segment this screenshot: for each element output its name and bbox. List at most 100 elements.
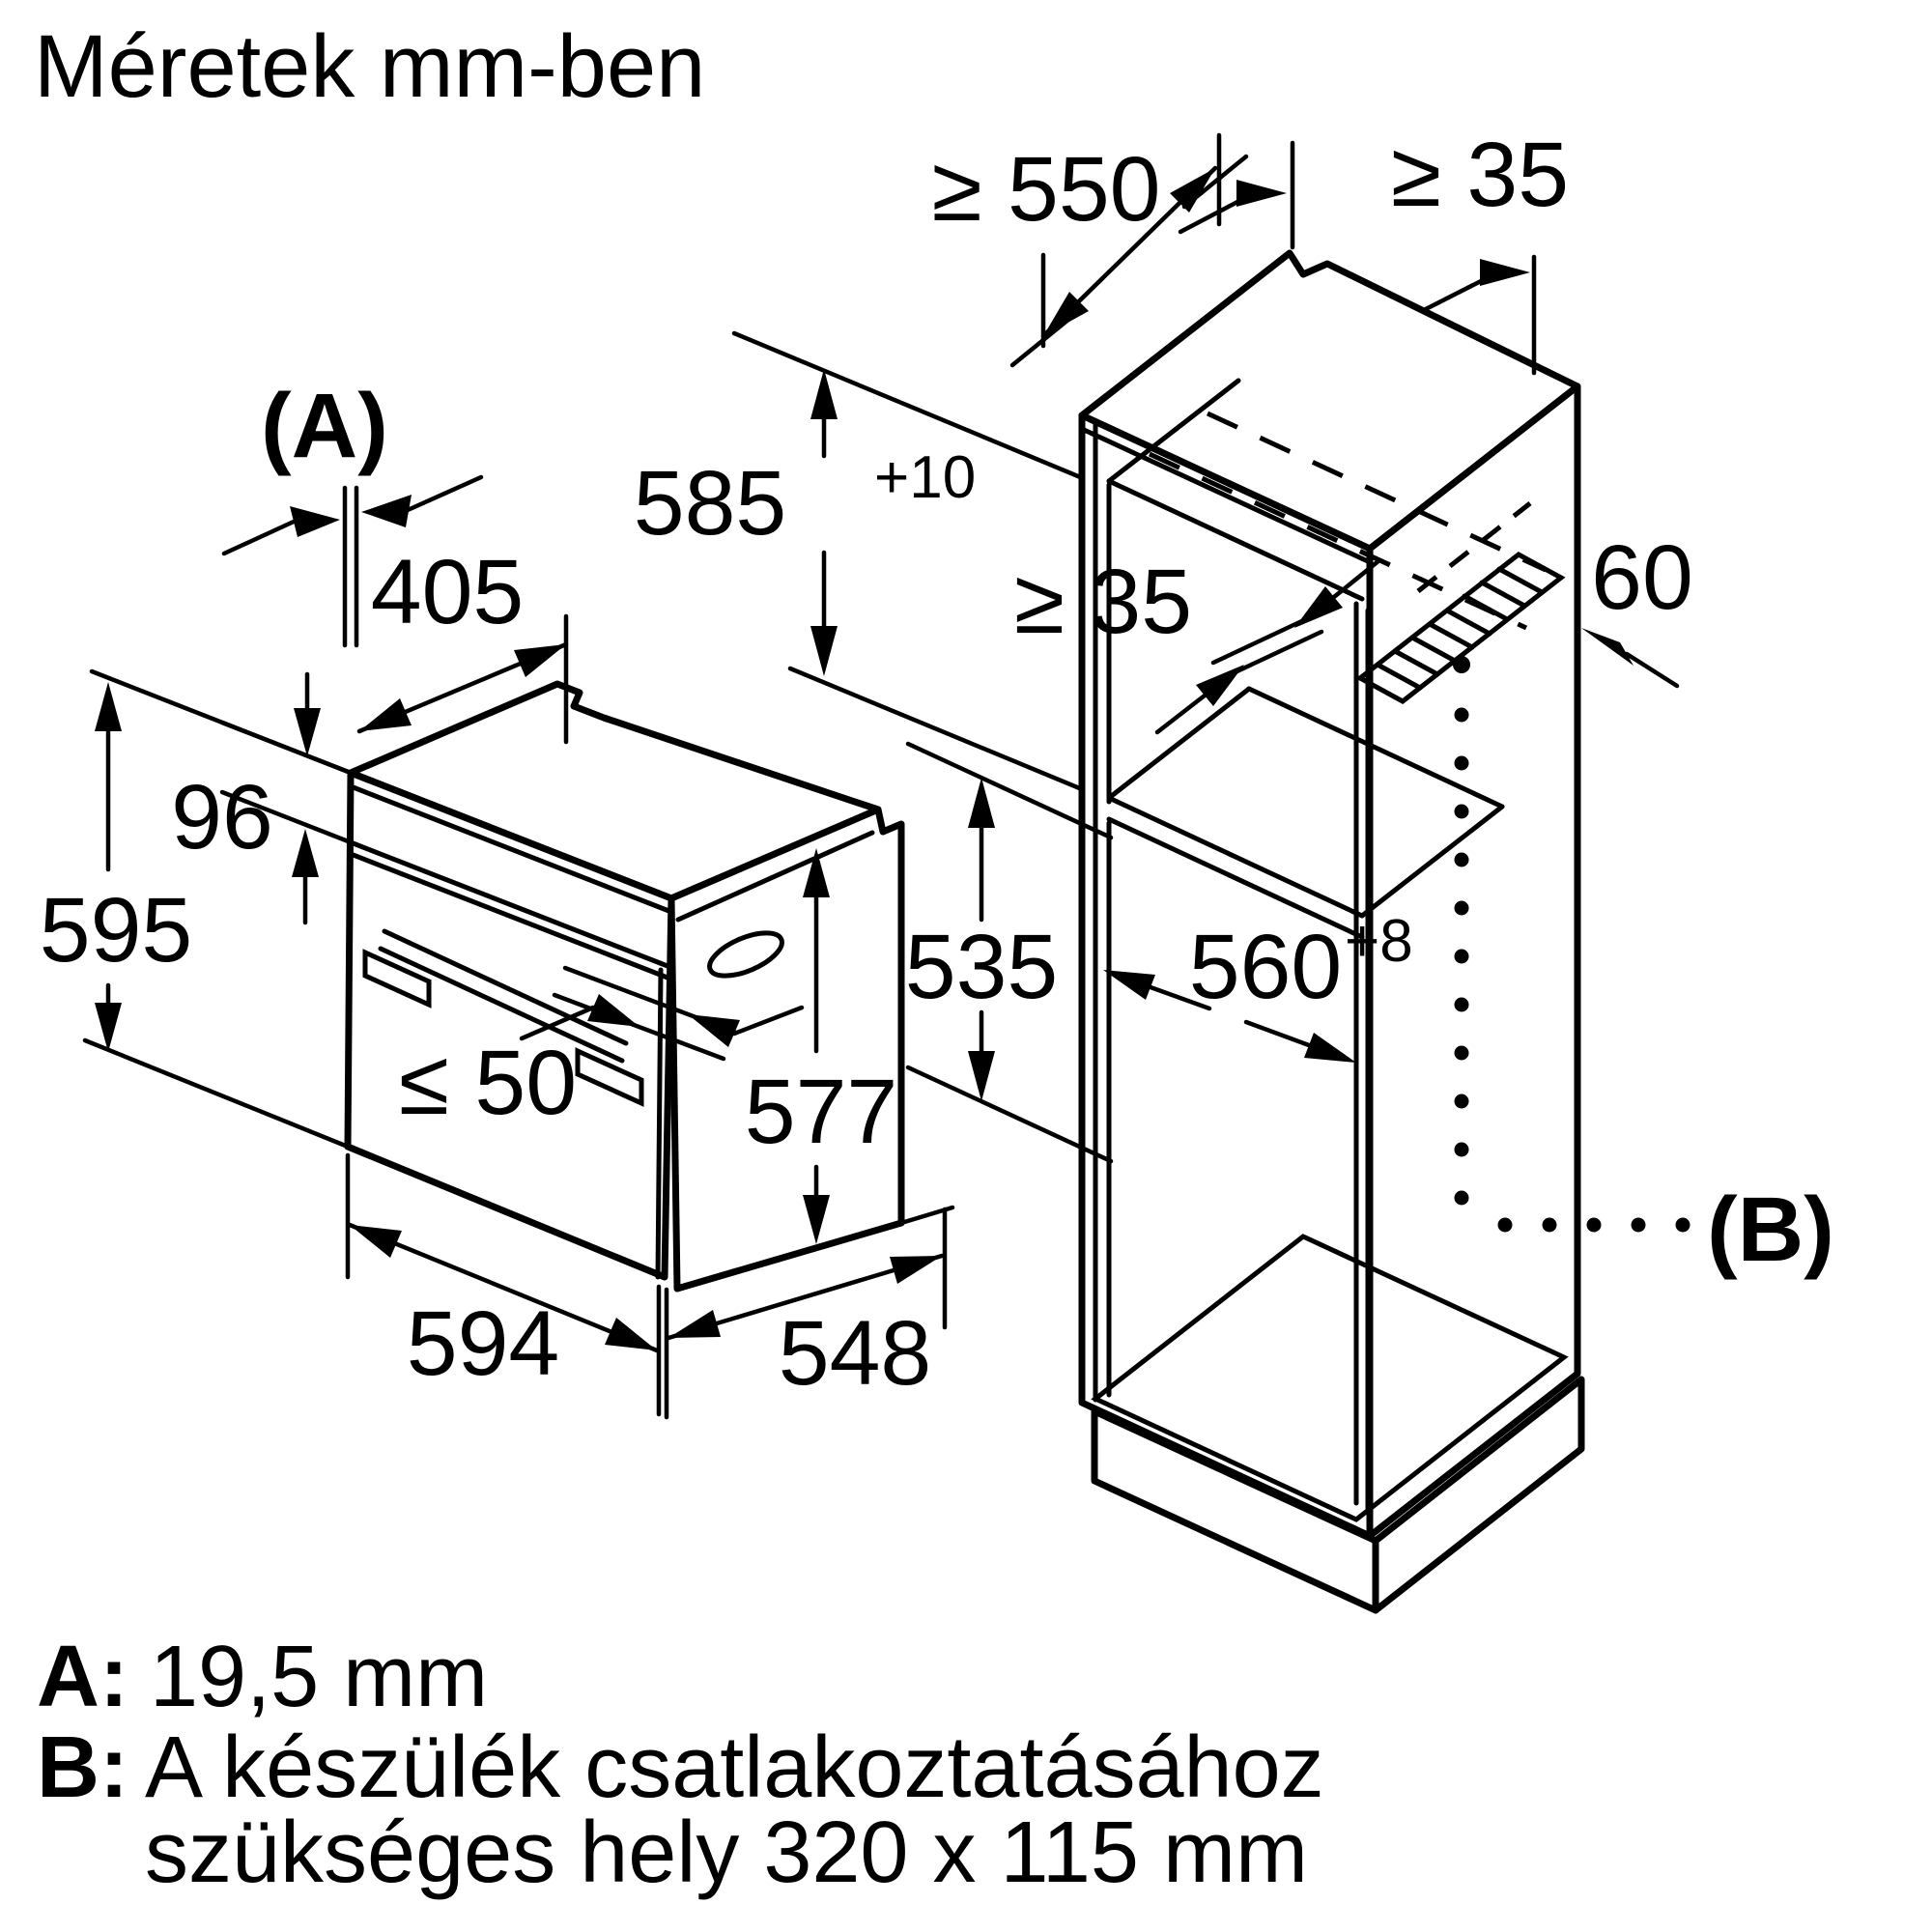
drawing-line — [1496, 566, 1545, 595]
shelf-left-depth-edge — [1106, 686, 1252, 801]
drawing-line — [1444, 608, 1492, 637]
dimension-label-a: (A) — [221, 375, 484, 648]
drawing-line — [1294, 586, 1343, 628]
niche-ceiling-edge — [1106, 478, 1365, 602]
top-panel-inner-front-edge — [1079, 426, 1373, 565]
hidden-back-edge-2 — [1206, 411, 1548, 573]
drawing-line — [1497, 1217, 1513, 1233]
dim-560-text: 560 — [1189, 916, 1343, 1018]
drawing-line — [1427, 621, 1475, 650]
drawing-line — [1196, 665, 1244, 706]
drawing-line — [1454, 997, 1469, 1012]
drawing-line — [514, 644, 566, 677]
handle-left-cap — [362, 949, 432, 1009]
drawing-line — [1454, 804, 1469, 819]
drawing-line — [905, 741, 1114, 840]
drawing-line — [1170, 168, 1215, 213]
dimension-lower-niche-height: 535 — [905, 741, 1114, 1164]
drawing-line — [1154, 693, 1208, 735]
cabinet-floor-edges — [1091, 1234, 1569, 1522]
dim-560-tolerance-text: +8 — [1345, 908, 1413, 975]
note-a-key: A: — [37, 1629, 128, 1725]
note-a-value: 19,5 mm — [150, 1629, 488, 1725]
drawing-line — [1675, 1217, 1690, 1233]
note-b-value-line2: szükséges hely 320 x 115 mm — [145, 1804, 1308, 1901]
dimension-control-panel-height: 96 — [171, 671, 354, 925]
drawing-line — [1624, 651, 1680, 689]
dim-585-text: 585 — [634, 452, 787, 554]
shelf-right-depth-edge — [1359, 804, 1505, 919]
dim-585-tolerance-text: +10 — [874, 444, 976, 511]
dimension-oven-top-depth: 405 — [356, 541, 569, 745]
drawing-line — [89, 668, 354, 776]
control-panel-bottom-edge-2 — [348, 851, 670, 980]
drawing-line — [803, 1195, 830, 1244]
handle-right-cap — [575, 1047, 644, 1107]
dim-35-top-text: ≥ 35 — [1391, 124, 1569, 226]
drawing-line — [605, 1318, 657, 1350]
drawing-line — [1586, 1217, 1602, 1233]
drawing-line — [1453, 656, 1470, 673]
dim-96-text: 96 — [171, 766, 273, 868]
niche-ceiling-depth-edge — [1106, 378, 1241, 484]
drawing-line — [968, 1051, 995, 1101]
drawing-line — [1243, 1019, 1312, 1048]
shelf-back-edge — [1246, 686, 1505, 810]
drawing-line — [1454, 1142, 1469, 1157]
drawing-line — [1454, 900, 1469, 916]
drawing-line — [1304, 1033, 1356, 1063]
drawing-line — [731, 1005, 805, 1037]
dimension-oven-body-depth: 548 — [666, 1205, 955, 1405]
drawing-line — [82, 1037, 351, 1150]
control-panel-bottom-edge-1 — [348, 839, 670, 969]
drawing-line — [898, 1205, 955, 1226]
connection-leader-dotted — [1453, 656, 1690, 1233]
drawing-line — [1009, 312, 1077, 368]
footnotes: A: 19,5 mm B: A készülék csatlakoztatásá… — [37, 1629, 1324, 1901]
drawing-line — [347, 1222, 660, 1353]
dimension-oven-front-height: 595 — [40, 668, 354, 1150]
drawing-line — [1181, 154, 1249, 210]
drawing-line — [1479, 580, 1527, 609]
dim-35-mid-text: ≥ 35 — [1014, 551, 1192, 653]
drawing-line — [1103, 970, 1155, 1000]
drawing-line — [810, 369, 838, 419]
drawing-line — [1375, 662, 1423, 691]
front-frame-inner-edge — [348, 783, 674, 915]
dimension-min-shelf-back-gap: ≥ 35 — [1014, 551, 1382, 735]
drawing-line — [290, 506, 340, 537]
dimension-niche-width: 560 +8 — [1103, 908, 1413, 1063]
note-b-key: B: — [37, 1719, 128, 1816]
drawing-line — [361, 495, 412, 527]
drawing-line — [1224, 629, 1324, 679]
drawing-line — [1454, 1094, 1469, 1109]
dimension-max-door-protrusion: ≤ 50 — [399, 965, 805, 1134]
cabinet-drawing — [731, 249, 1690, 1614]
drawing-line — [382, 928, 629, 1046]
drawing-line — [1331, 557, 1382, 600]
drawing-line — [1409, 635, 1458, 664]
drawing-line — [219, 789, 354, 845]
dim-594-text: 594 — [407, 1293, 560, 1395]
drawing-line — [1480, 259, 1530, 286]
drawing-line — [350, 1225, 402, 1258]
drawing-line — [1392, 648, 1440, 677]
dim-le50-text: ≤ 50 — [399, 1032, 577, 1134]
drawing-line — [810, 626, 838, 676]
drawing-line — [1419, 277, 1486, 314]
drawing-line — [890, 1256, 942, 1284]
drawing-line — [1454, 949, 1469, 964]
dim-535-text: 535 — [905, 916, 1059, 1018]
drawing-line — [1043, 292, 1089, 336]
drawing-line — [1178, 198, 1242, 235]
door-gap-edge — [655, 967, 664, 1280]
note-b-value-line1: A készülék csatlakoztatásához — [145, 1719, 1324, 1816]
shelf-top-extension-line — [787, 666, 1096, 797]
drawing-line — [95, 682, 122, 731]
dimension-oven-body-height: 577 — [745, 848, 897, 1244]
label-a-text: (A) — [261, 375, 388, 477]
dimension-oven-width: 594 — [345, 1152, 669, 1420]
dimension-wall-strip-width: 60 — [1581, 526, 1693, 689]
drawing-line — [968, 778, 995, 828]
